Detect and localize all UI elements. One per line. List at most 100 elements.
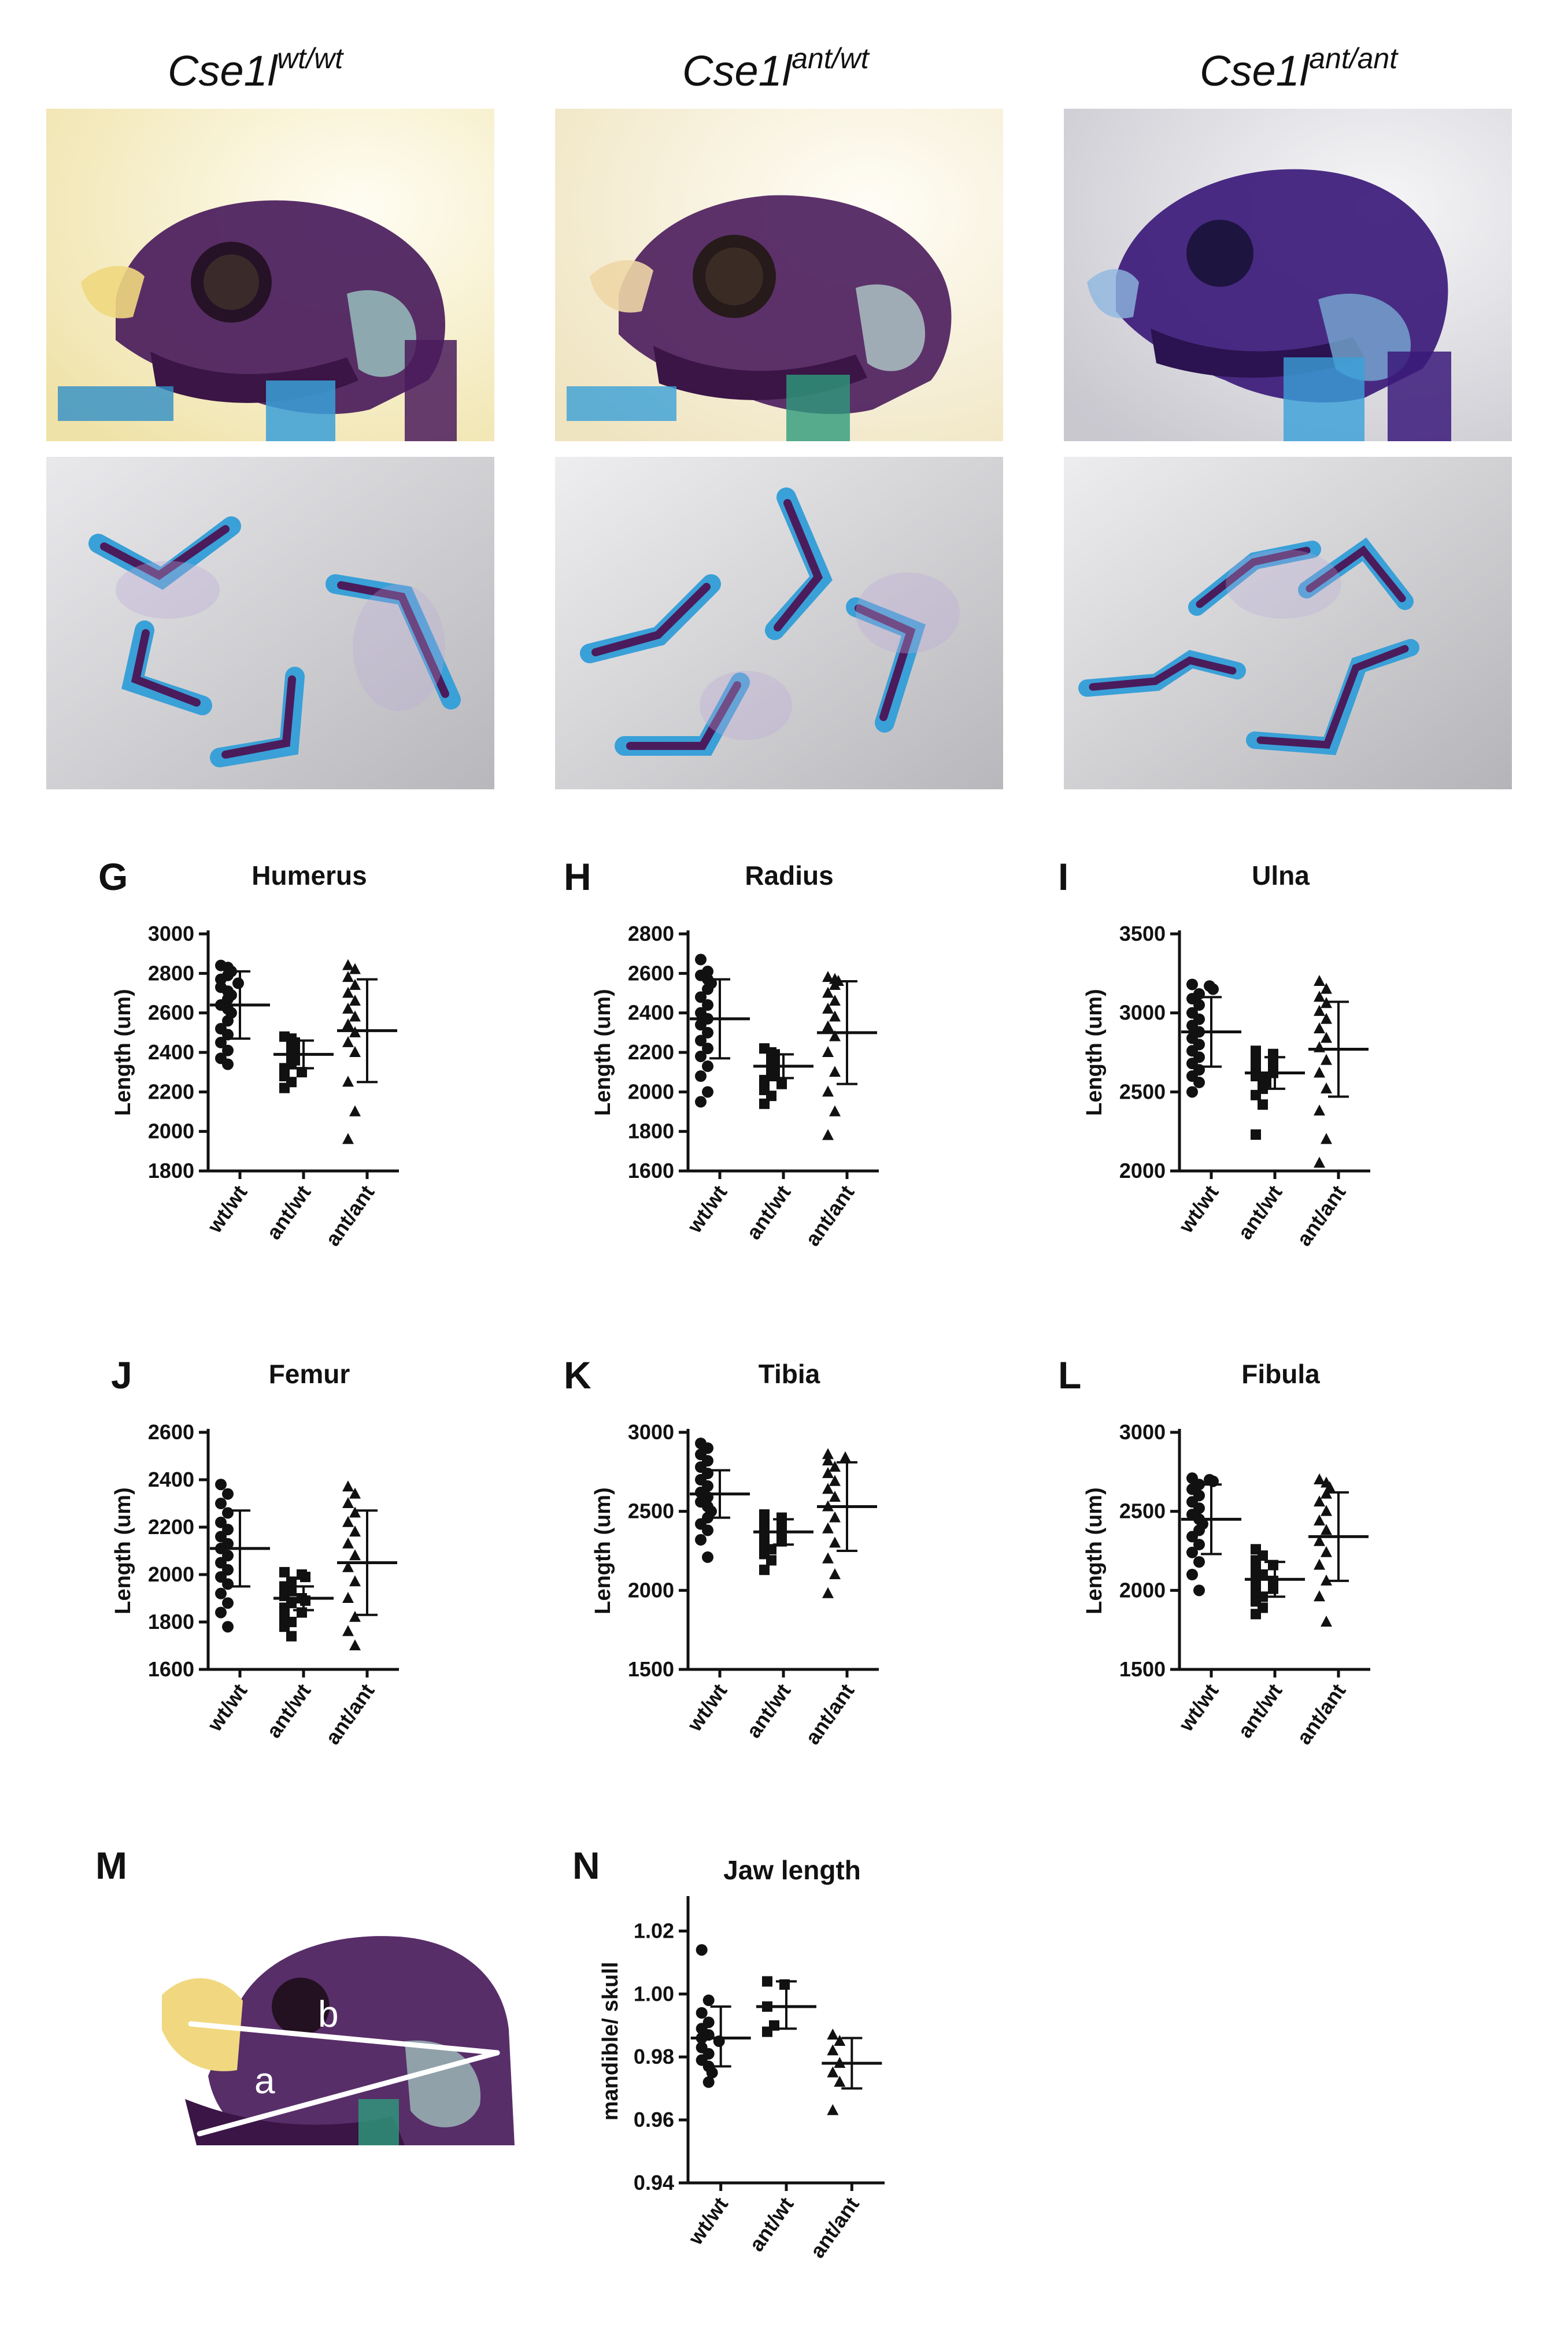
data-point <box>342 1497 354 1508</box>
y-tick-label: 2200 <box>628 1040 674 1064</box>
panel-label-n: N <box>572 1844 600 1887</box>
data-point <box>215 1557 227 1569</box>
data-point <box>702 2076 715 2088</box>
series-ant-wt <box>756 1976 816 2037</box>
data-point <box>215 1531 227 1543</box>
data-point <box>222 1597 234 1609</box>
y-tick-label: 0.96 <box>634 2108 674 2131</box>
jaw-measurement-photo: b a <box>150 1926 520 2145</box>
data-point <box>1268 1067 1278 1078</box>
data-point <box>822 1552 834 1564</box>
data-point <box>342 1133 354 1144</box>
data-point <box>696 1944 708 1956</box>
series-ant-ant <box>817 971 877 1140</box>
data-point <box>1314 1066 1325 1078</box>
data-point <box>342 1002 354 1014</box>
y-tick-label: 2600 <box>148 1001 194 1025</box>
series-ant-ant <box>822 2028 882 2115</box>
limb-photo-wt-wt <box>46 457 494 789</box>
data-point <box>829 1475 841 1486</box>
data-point <box>1207 1475 1219 1487</box>
y-tick-label: 2400 <box>628 1001 674 1025</box>
y-tick-label: 1800 <box>628 1119 674 1143</box>
data-point <box>1268 1560 1278 1571</box>
chart-title: Humerus <box>252 860 367 891</box>
y-tick-label: 2000 <box>148 1119 194 1143</box>
data-point <box>342 1516 354 1527</box>
data-point <box>695 1534 707 1546</box>
series-wt-wt <box>690 1438 750 1563</box>
measurement-lines <box>188 2021 500 2137</box>
data-point <box>222 1044 234 1056</box>
data-point <box>349 1575 361 1587</box>
data-point <box>1314 1495 1325 1507</box>
data-point <box>1186 1569 1198 1580</box>
series-wt-wt <box>1181 978 1241 1098</box>
y-tick-label: 1800 <box>148 1159 194 1183</box>
series-ant-ant <box>337 1480 397 1650</box>
measurement-label-a: a <box>254 2060 275 2101</box>
y-tick-label: 0.94 <box>634 2171 674 2194</box>
y-tick-label: 1600 <box>628 1159 674 1183</box>
data-point <box>1251 1609 1261 1620</box>
series-wt-wt <box>690 1944 751 2088</box>
data-point <box>300 1595 310 1606</box>
y-tick-label: 2800 <box>148 961 194 985</box>
y-tick-label: 0.98 <box>634 2045 674 2068</box>
data-point <box>342 1625 354 1636</box>
data-point <box>222 1058 234 1070</box>
y-tick-label: 2800 <box>628 922 674 945</box>
data-point <box>286 1631 297 1642</box>
x-tick-label: ant/ant <box>1292 1679 1350 1749</box>
data-point <box>702 999 713 1011</box>
data-point <box>222 1015 234 1027</box>
data-point <box>1314 1104 1325 1116</box>
data-point <box>222 1488 234 1500</box>
data-point <box>349 1525 361 1537</box>
y-tick-label: 1500 <box>628 1657 674 1681</box>
series-ant-wt <box>273 1566 334 1642</box>
data-point <box>222 1578 234 1590</box>
panel-label-h: H <box>564 855 591 898</box>
series-ant-wt <box>273 1031 334 1093</box>
data-point <box>829 1105 841 1117</box>
data-point <box>215 1571 227 1583</box>
y-tick-label: 2600 <box>628 961 674 985</box>
y-tick-label: 2200 <box>148 1080 194 1103</box>
data-point <box>349 1639 361 1650</box>
data-point <box>222 1621 234 1633</box>
x-tick-label: ant/wt <box>261 1679 315 1742</box>
genotype-header-ant-wt: Cse1lant/wt <box>682 42 869 95</box>
data-point <box>1251 1089 1261 1100</box>
data-point <box>822 1454 834 1466</box>
chart-title: Radius <box>745 860 833 891</box>
data-point <box>342 1480 354 1492</box>
data-point <box>702 1026 713 1039</box>
data-point <box>713 2035 725 2047</box>
data-point <box>1321 1082 1332 1093</box>
x-tick-label: wt/wt <box>1174 1181 1223 1237</box>
chart-title: Jaw length <box>723 1855 861 1885</box>
data-point <box>342 1076 354 1087</box>
data-point <box>1321 1524 1332 1535</box>
data-point <box>349 1010 361 1022</box>
data-point <box>1321 1574 1332 1586</box>
limb-photo-ant-wt <box>555 457 1003 789</box>
data-point <box>349 1105 361 1117</box>
y-axis-label: Length (um) <box>591 989 615 1116</box>
data-point <box>706 2067 718 2079</box>
data-point <box>1314 1514 1325 1526</box>
panel-label-j: J <box>111 1354 132 1396</box>
data-point <box>779 1979 790 1990</box>
data-point <box>349 1026 361 1037</box>
y-axis-label: Length (um) <box>1082 989 1107 1116</box>
y-tick-label: 3000 <box>628 1420 674 1444</box>
y-tick-label: 3500 <box>1119 922 1166 945</box>
data-point <box>827 2104 839 2115</box>
data-point <box>1321 1032 1332 1043</box>
data-point <box>215 1498 227 1509</box>
data-point <box>702 1994 715 2007</box>
